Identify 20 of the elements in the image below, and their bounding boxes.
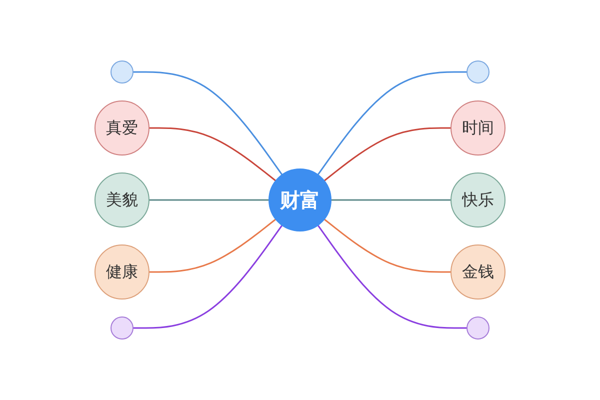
connector — [324, 127, 451, 182]
node-circle: 真爱 — [94, 100, 150, 156]
connector — [149, 127, 276, 182]
node-circle: 金钱 — [450, 244, 506, 300]
node-circle — [110, 316, 134, 340]
connector — [317, 71, 467, 176]
node-circle: 财富 — [268, 168, 332, 232]
connector — [133, 224, 283, 329]
node-circle — [466, 316, 490, 340]
connector — [317, 224, 467, 329]
node-circle: 健康 — [94, 244, 150, 300]
node-circle: 美貌 — [94, 172, 150, 228]
node-circle: 时间 — [450, 100, 506, 156]
connector — [149, 218, 276, 273]
connector — [149, 199, 269, 201]
connector — [324, 218, 451, 273]
node-circle — [110, 60, 134, 84]
connector — [331, 199, 451, 201]
node-circle — [466, 60, 490, 84]
connector — [133, 71, 283, 176]
